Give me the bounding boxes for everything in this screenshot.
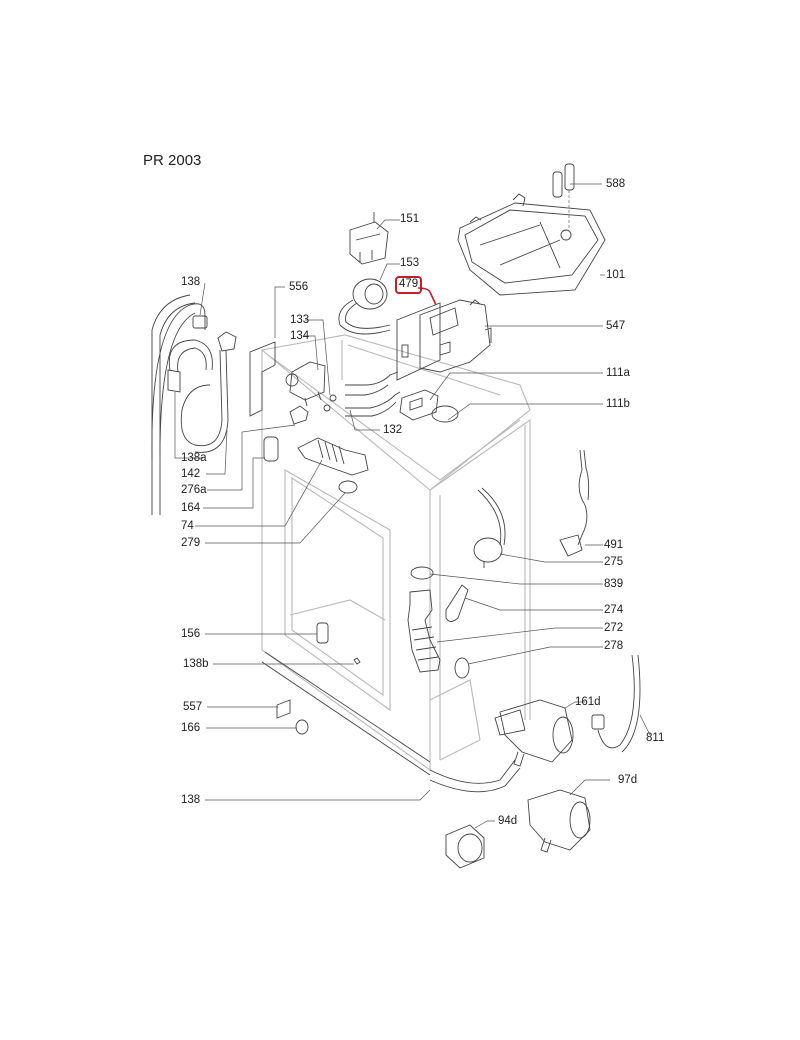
part-label-166[interactable]: 166 (181, 722, 201, 734)
part-label-547[interactable]: 547 (606, 320, 626, 332)
part-label-111b[interactable]: 111b (606, 398, 630, 410)
hose-74 (297, 437, 369, 476)
part-label-839[interactable]: 839 (604, 578, 624, 590)
part-label-275[interactable]: 275 (604, 556, 624, 568)
mains-cable-491 (577, 449, 590, 546)
hose-142 (180, 349, 229, 453)
part-label-588[interactable]: 588 (606, 178, 626, 190)
clip-138b (353, 657, 361, 665)
part-label-276a[interactable]: 276a (181, 484, 207, 496)
diagram-title: PR 2003 (143, 152, 202, 169)
door-lock (399, 389, 439, 421)
side-rail (151, 294, 191, 515)
drain-hose-811 (597, 654, 641, 753)
part-label-811[interactable]: 811 (646, 732, 665, 744)
cabinet-frame (261, 334, 531, 772)
leader-lines (174, 183, 651, 829)
heater-156 (316, 622, 329, 644)
part-label-133[interactable]: 133 (290, 314, 310, 326)
part-label-138a[interactable]: 138a (181, 452, 207, 464)
part-label-94d[interactable]: 94d (498, 815, 518, 827)
part-label-278[interactable]: 278 (604, 640, 624, 652)
part-label-161d[interactable]: 161d (575, 696, 601, 708)
part-label-164[interactable]: 164 (181, 502, 201, 514)
hose-138-bottom (429, 759, 521, 793)
part-label-134[interactable]: 134 (290, 330, 310, 342)
part-label-132[interactable]: 132 (383, 424, 403, 436)
filter-164 (263, 436, 279, 462)
control-module (396, 299, 492, 381)
part-label-111a[interactable]: 111a (606, 367, 630, 379)
pressure-switch-153 (338, 278, 391, 335)
hose-138a (168, 339, 213, 373)
base-rail (261, 651, 431, 776)
inlet-hose-138 (151, 303, 206, 461)
part-label-138b[interactable]: 138b (183, 658, 209, 670)
air-trap-274 (445, 584, 469, 622)
part-label-556[interactable]: 556 (289, 281, 309, 293)
clamp-278 (454, 657, 470, 679)
inlet-valve (249, 341, 337, 417)
part-label-272[interactable]: 272 (604, 622, 624, 634)
door-seal-clamp (431, 405, 459, 423)
siphon-tubes (552, 163, 575, 228)
highlight-leader-479 (417, 287, 437, 306)
part-label-101[interactable]: 101 (606, 269, 626, 281)
part-label-279[interactable]: 279 (181, 537, 201, 549)
pressure-switch-151 (349, 212, 389, 265)
part-label-151[interactable]: 151 (400, 213, 420, 225)
bracket-276a (289, 405, 309, 425)
drain-pump (494, 699, 574, 767)
clamp-839 (410, 566, 434, 580)
pressure-hose-275 (477, 487, 506, 546)
clamp-279 (338, 480, 358, 494)
part-label-97d[interactable]: 97d (618, 774, 638, 786)
hose-132 (345, 371, 401, 409)
part-label-74[interactable]: 74 (181, 520, 194, 532)
part-label-138[interactable]: 138 (181, 276, 201, 288)
part-label-479-highlighted[interactable]: 479 (395, 276, 423, 294)
detergent-drawer (457, 193, 606, 296)
part-label-557[interactable]: 557 (183, 701, 203, 713)
part-label-142[interactable]: 142 (181, 468, 201, 480)
part-label-138-bottom[interactable]: 138 (181, 794, 201, 806)
pump-97d (527, 789, 591, 853)
part-label-491[interactable]: 491 (604, 539, 624, 551)
part-label-274[interactable]: 274 (604, 604, 624, 616)
part-label-153[interactable]: 153 (400, 257, 420, 269)
part-label-156[interactable]: 156 (181, 628, 201, 640)
sump-hose-272 (407, 589, 441, 673)
clamp-166 (295, 719, 309, 735)
filter-94d (445, 824, 485, 869)
bracket-557 (276, 699, 291, 719)
